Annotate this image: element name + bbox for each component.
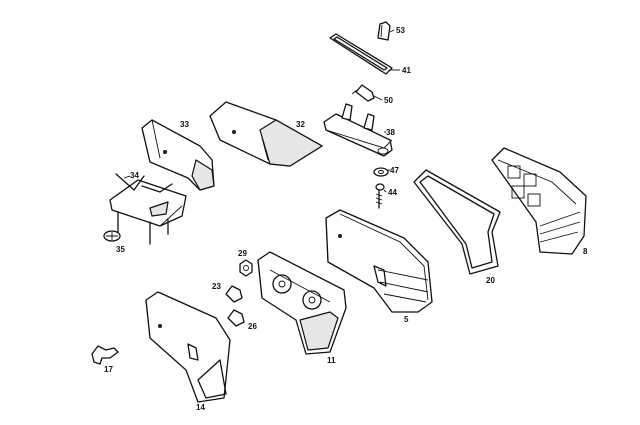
label-50: 50: [384, 96, 393, 105]
part-29-nut: [239, 259, 253, 277]
part-17-clip: [91, 345, 119, 365]
part-34-bracket: [109, 173, 187, 245]
label-35: 35: [116, 245, 125, 254]
part-47-washer: [373, 167, 389, 177]
label-34: 34: [130, 171, 139, 180]
label-47: 47: [390, 166, 399, 175]
label-20: 20: [486, 276, 495, 285]
label-41: 41: [402, 66, 411, 75]
part-53-clip: [377, 21, 391, 41]
part-23-bulb: [225, 285, 243, 303]
label-23: 23: [212, 282, 221, 291]
label-53: 53: [396, 26, 405, 35]
label-5: 5: [404, 315, 409, 324]
part-11-bulb-carrier: [257, 251, 347, 355]
label-29: 29: [238, 249, 247, 258]
part-44-screw: [375, 183, 385, 209]
part-41-gasket: [329, 33, 393, 75]
part-14-lens: [145, 291, 231, 403]
label-33: 33: [180, 120, 189, 129]
part-5-lens: [325, 209, 433, 313]
label-11: 11: [327, 356, 336, 365]
part-labels: 53 41 50 38 33 32 34 47 44 35 29 23 26 1…: [104, 26, 588, 412]
part-33-cover: [141, 119, 215, 191]
part-26-bulb: [227, 309, 245, 327]
label-38: 38: [386, 128, 395, 137]
label-14: 14: [196, 403, 205, 412]
part-35-washer: [103, 230, 121, 242]
label-44: 44: [388, 188, 397, 197]
leader-lines: [123, 29, 400, 193]
label-17: 17: [104, 365, 113, 374]
part-8-tail-light: [491, 147, 587, 255]
part-50-bulb: [351, 84, 375, 102]
label-32: 32: [296, 120, 305, 129]
part-32-cover: [209, 101, 323, 167]
part-38-holder: [323, 103, 393, 157]
label-8: 8: [583, 247, 588, 256]
part-20-seal: [413, 169, 501, 275]
label-26: 26: [248, 322, 257, 331]
